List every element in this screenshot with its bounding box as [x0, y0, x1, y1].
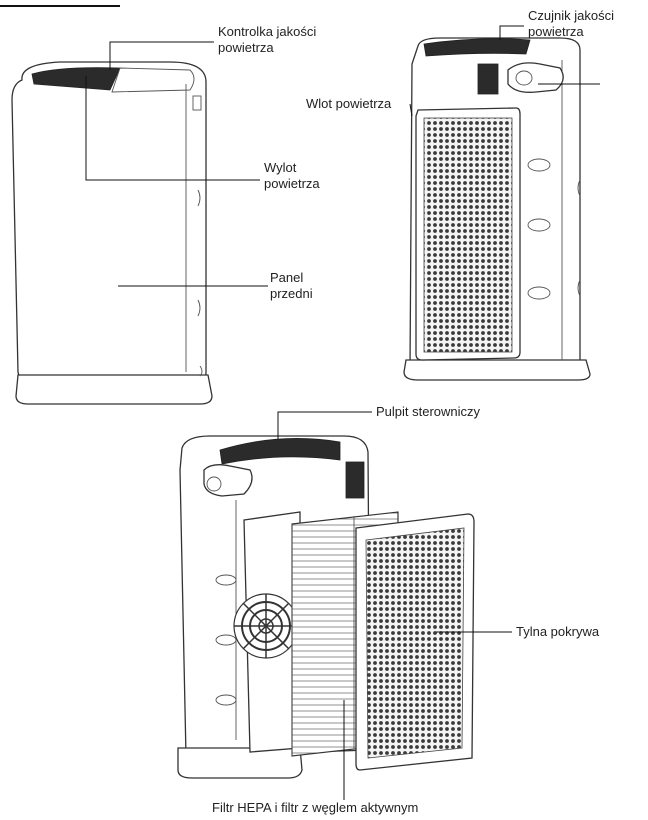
label-air-quality-sensor: Czujnik jakości powietrza [528, 8, 614, 39]
label-rear-cover: Tylna pokrywa [516, 624, 600, 639]
fan-icon [233, 593, 299, 659]
air-quality-sensor [477, 63, 499, 95]
air-inlet-mesh [423, 117, 513, 353]
label-front-panel: Panel przedni [270, 270, 313, 301]
rear-cover-mesh [365, 527, 465, 759]
side-sensor [345, 461, 365, 499]
leader-lines [85, 25, 600, 800]
label-air-inlet: Wlot powietrza [306, 96, 392, 111]
label-air-outlet: Wylot powietrza [264, 160, 320, 191]
front-outlet-grille [31, 67, 121, 91]
purifier-front-view [11, 61, 213, 405]
label-air-quality-indicator: Kontrolka jakości powietrza [218, 24, 317, 55]
control-panel [219, 438, 341, 465]
rear-top-grille [423, 38, 531, 57]
label-control-panel: Pulpit sterowniczy [376, 404, 481, 419]
purifier-rear-view [403, 37, 591, 381]
label-filters: Filtr HEPA i filtr z węglem aktywnym [212, 800, 419, 815]
purifier-exploded-view [177, 435, 475, 779]
handle-icon [507, 62, 564, 93]
